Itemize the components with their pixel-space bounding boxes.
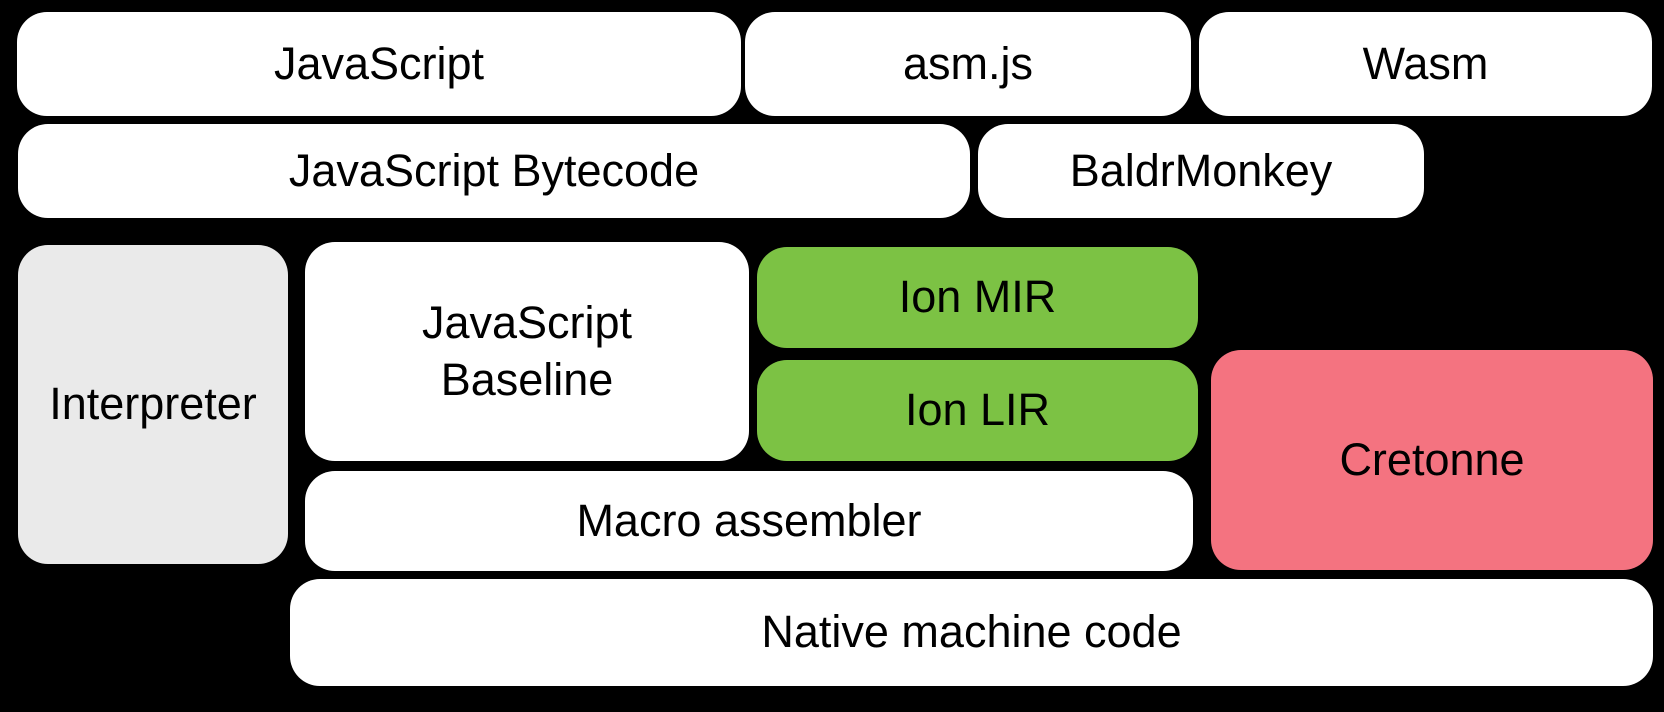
box-ion-mir: Ion MIR [757,247,1198,348]
box-interpreter-label: Interpreter [49,378,257,430]
box-ion-lir: Ion LIR [757,360,1198,461]
box-javascript-bytecode-label: JavaScript Bytecode [288,144,700,196]
box-ion-lir-label: Ion LIR [904,384,1051,436]
box-cretonne: Cretonne [1211,350,1653,570]
box-native-machine-code: Native machine code [290,579,1653,686]
box-ion-mir-label: Ion MIR [898,271,1057,323]
box-javascript-baseline: JavaScript Baseline [305,242,749,461]
box-javascript-label: JavaScript [273,37,485,89]
box-native-machine-code-label: Native machine code [761,606,1182,658]
box-macro-assembler-label: Macro assembler [576,494,922,546]
box-asmjs-label: asm.js [902,37,1033,89]
box-cretonne-label: Cretonne [1339,433,1525,485]
box-interpreter: Interpreter [18,245,288,564]
box-wasm-label: Wasm [1362,37,1489,89]
box-baldrmonkey-label: BaldrMonkey [1069,144,1333,196]
box-macro-assembler: Macro assembler [305,471,1193,571]
box-javascript-bytecode: JavaScript Bytecode [18,124,970,218]
box-wasm: Wasm [1199,12,1652,116]
box-asmjs: asm.js [745,12,1191,116]
box-javascript: JavaScript [17,12,741,116]
box-baldrmonkey: BaldrMonkey [978,124,1424,218]
box-javascript-baseline-label: JavaScript Baseline [421,296,633,405]
